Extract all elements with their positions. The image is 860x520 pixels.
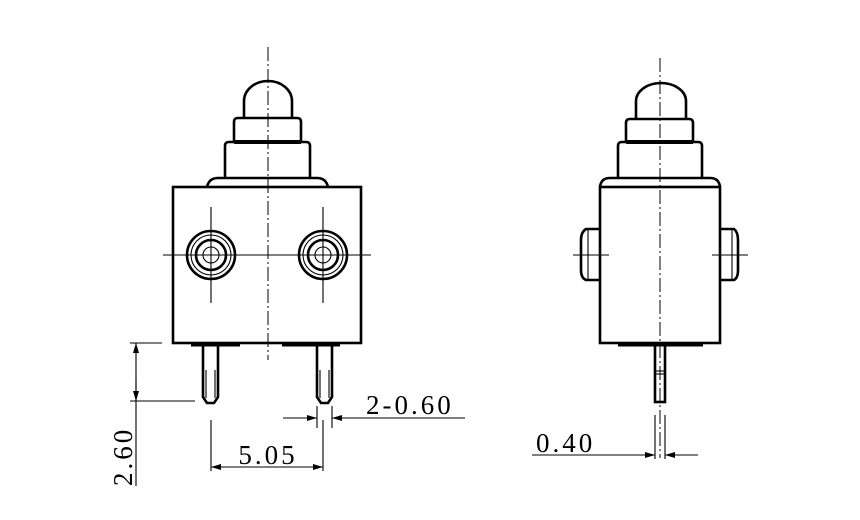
mounting-hole-right bbox=[297, 207, 349, 303]
dimension-pin-pitch: 5.05 bbox=[210, 420, 324, 471]
side-pin bbox=[653, 343, 667, 404]
side-body bbox=[598, 185, 722, 345]
dimension-label-2-0-60: 2-0.60 bbox=[366, 390, 454, 420]
dimension-pin-thickness: 0.40 bbox=[532, 415, 698, 459]
side-shoulder bbox=[598, 176, 722, 188]
front-actuator-dome bbox=[242, 79, 294, 118]
side-view: 0.40 bbox=[532, 58, 748, 459]
pin-left bbox=[201, 345, 220, 405]
pin-right bbox=[315, 345, 334, 405]
front-body bbox=[171, 185, 363, 345]
side-actuator-collar bbox=[624, 117, 695, 142]
dimension-label-2-60: 2.60 bbox=[108, 427, 138, 486]
side-actuator-dome bbox=[634, 81, 688, 119]
dimension-label-0-40: 0.40 bbox=[536, 428, 595, 458]
front-view: 2.60 5.05 2-0.60 bbox=[108, 47, 465, 486]
front-shoulder bbox=[205, 176, 330, 188]
dimension-label-5-05: 5.05 bbox=[238, 440, 297, 470]
front-actuator-collar bbox=[232, 116, 303, 142]
mounting-hole-left bbox=[185, 207, 237, 303]
dimension-pin-width: 2-0.60 bbox=[283, 390, 465, 428]
dimension-pin-length: 2.60 bbox=[108, 342, 195, 486]
